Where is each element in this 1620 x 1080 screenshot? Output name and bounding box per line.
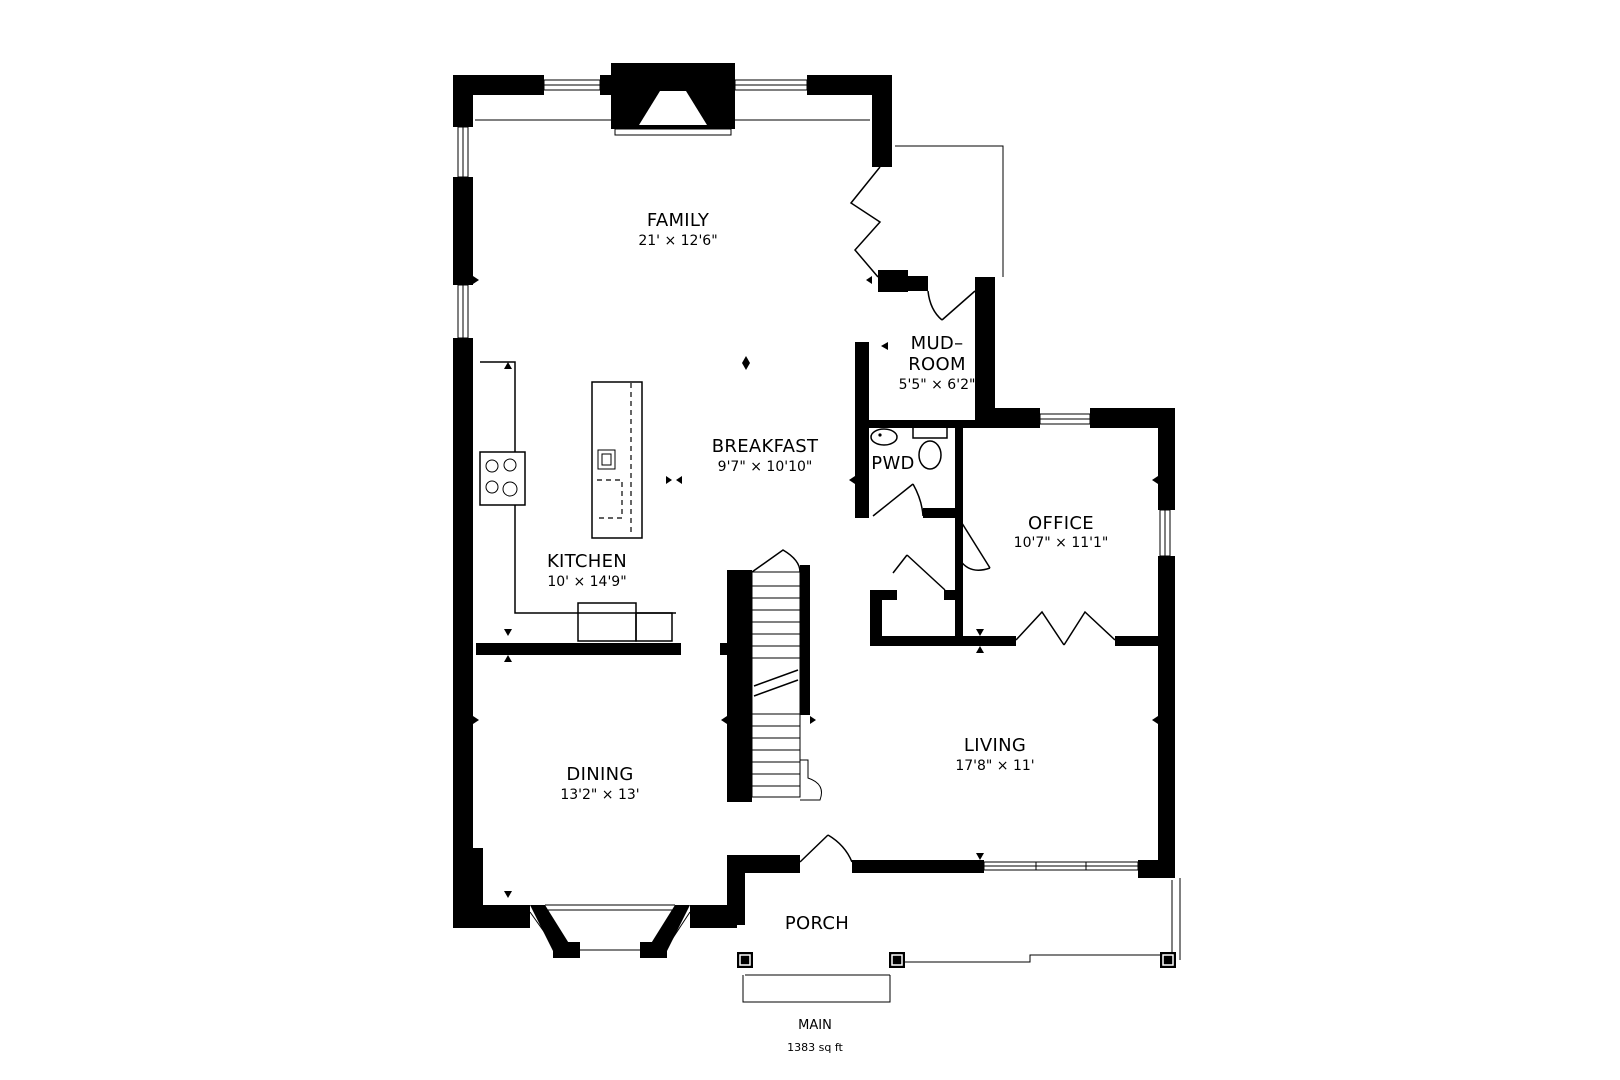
room-dims-family: 21' × 12'6" [638, 233, 718, 249]
room-name-pwd: PWD [871, 453, 915, 474]
kitchen-island [591, 381, 643, 539]
floor-area: 1383 sq ft [787, 1041, 843, 1054]
room-name-office: OFFICE [1028, 513, 1094, 534]
room-name-dining: DINING [566, 764, 634, 785]
room-dims-living: 17'8" × 11' [955, 758, 1035, 774]
doors [799, 166, 1116, 863]
room-dims-kitchen: 10' × 14'9" [547, 574, 627, 590]
room-name-porch: PORCH [784, 913, 850, 934]
bathroom-sink [870, 428, 898, 446]
room-name-living: LIVING [963, 735, 1027, 756]
room-name-family: FAMILY [646, 210, 710, 231]
room-name-breakfast: BREAKFAST [711, 436, 819, 457]
walls [453, 63, 1176, 968]
room-name-kitchen: KITCHEN [546, 551, 628, 572]
measure-ticks [473, 120, 1158, 898]
sink [597, 449, 616, 470]
fixtures [475, 119, 1181, 1003]
toilet [918, 440, 942, 470]
room-dims-office: 10'7" × 11'1" [1013, 535, 1109, 551]
windows [457, 79, 1171, 951]
floor-name: MAIN [798, 1018, 832, 1033]
room-dims-breakfast: 9'7" × 10'10" [717, 459, 813, 475]
stove [479, 451, 526, 506]
room-name-mudroom-line1: MUD– [910, 333, 964, 354]
room-dims-dining: 13'2" × 13' [560, 787, 640, 803]
room-name-mudroom-line2: ROOM [908, 354, 966, 375]
fireplace [611, 63, 735, 136]
stair-treads [752, 585, 800, 787]
room-dims-mudroom: 5'5" × 6'2" [898, 377, 976, 393]
